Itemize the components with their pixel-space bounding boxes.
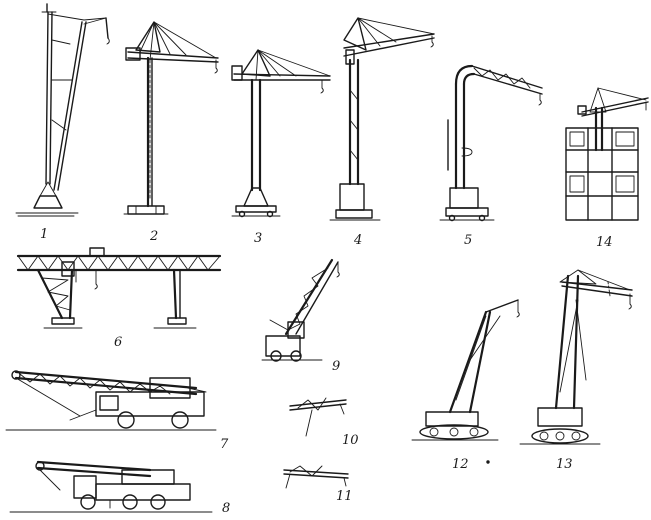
crane-4-drawing — [329, 17, 435, 221]
crane-13-drawing — [519, 269, 633, 445]
crane-3-label: 3 — [254, 231, 262, 246]
crane-9-label: 9 — [332, 359, 340, 374]
crane-5-drawing — [439, 64, 543, 222]
crane-10-label: 10 — [342, 433, 359, 448]
crane-4-label: 4 — [353, 233, 362, 248]
crane-8-label: 8 — [222, 501, 230, 516]
crane-5-label: 5 — [464, 233, 472, 248]
stray-dot — [486, 460, 490, 464]
crane-14-drawing — [565, 87, 649, 221]
crane-6-drawing — [16, 247, 222, 329]
crane-3-drawing — [231, 49, 331, 218]
crane-6-label: 6 — [114, 335, 122, 350]
crane-11-label: 11 — [336, 489, 353, 504]
crane-2-label: 2 — [149, 229, 158, 244]
crane-11-drawing — [283, 465, 349, 489]
crane-9-drawing — [261, 258, 340, 362]
crane-12-label: 12 — [452, 457, 469, 472]
crane-1-label: 1 — [40, 227, 48, 242]
crane-14-label: 14 — [596, 235, 613, 250]
crane-1-drawing — [15, 3, 110, 217]
crane-7-label: 7 — [220, 437, 229, 452]
crane-7-drawing — [5, 370, 217, 431]
crane-10-drawing — [289, 397, 347, 437]
crane-12-drawing — [411, 299, 520, 441]
crane-8-drawing — [9, 460, 213, 513]
crane-2-drawing — [123, 21, 219, 215]
crane-13-label: 13 — [556, 457, 573, 472]
